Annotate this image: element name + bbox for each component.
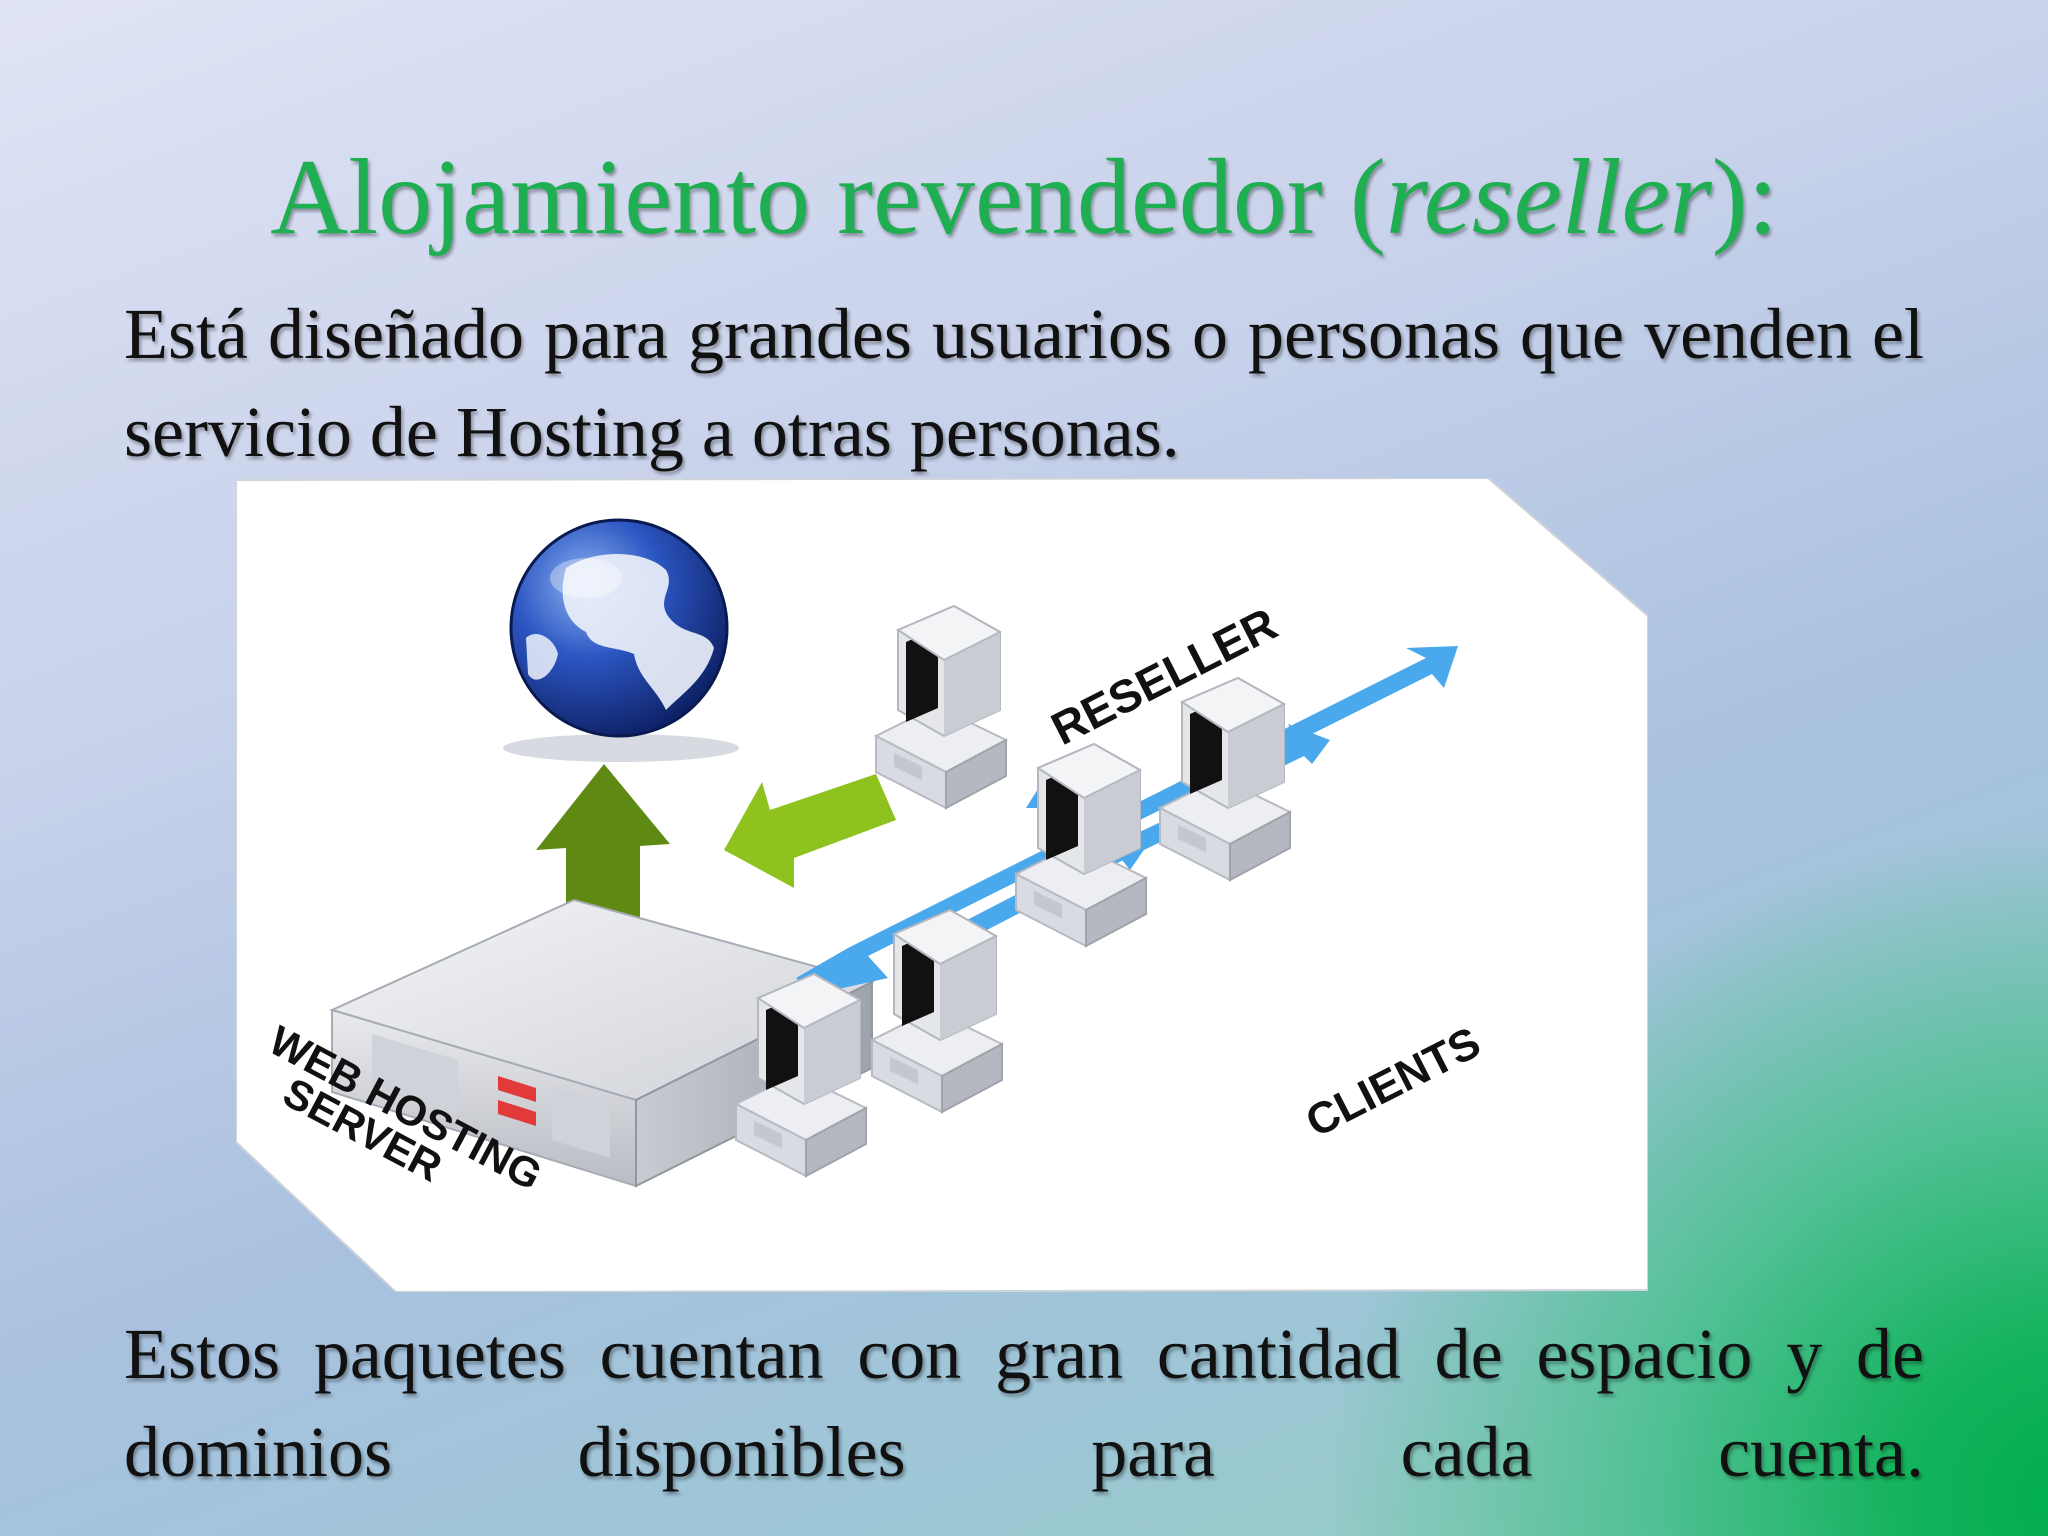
paragraph-intro: Está diseñado para grandes usuarios o pe… (124, 294, 1924, 472)
diagram-panel (236, 478, 1648, 1292)
slide-title: Alojamiento revendedor (reseller): (0, 138, 2048, 258)
title-main: Alojamiento revendedor ( (270, 138, 1386, 257)
diagram-svg: RESELLER WEB HOSTING SERVER CLIENTS (236, 478, 1648, 1292)
left-arrow-icon (724, 774, 896, 888)
paragraph-footer: Estos paquetes cuentan con gran cantidad… (124, 1314, 1924, 1492)
globe-icon (503, 518, 739, 762)
title-end: ): (1711, 138, 1778, 257)
title-italic: reseller (1385, 138, 1712, 257)
reseller-diagram: RESELLER WEB HOSTING SERVER CLIENTS (236, 478, 1648, 1292)
